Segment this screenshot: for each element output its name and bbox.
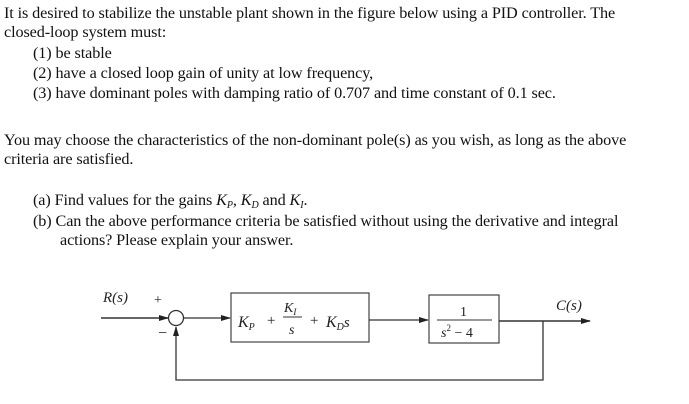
plant-block — [428, 294, 500, 344]
intro-line-1: It is desired to stabilize the unstable … — [4, 4, 616, 22]
kd-symbol: K — [240, 191, 252, 209]
part-a-prefix: (a) Find values for the gains — [33, 191, 217, 209]
note-line-2: criteria are satisfied. — [4, 150, 134, 168]
separator: , — [232, 191, 241, 209]
plus-1: + — [267, 313, 275, 329]
kd-term: KDs — [325, 314, 350, 333]
input-label: R(s) — [102, 290, 128, 306]
note-line-1: You may choose the characteristics of th… — [4, 131, 627, 149]
period: . — [303, 191, 308, 209]
ki-symbol: K — [289, 191, 301, 209]
requirement-2: (2) have a closed loop gain of unity at … — [33, 64, 374, 82]
sum-plus-sign: + — [154, 293, 162, 308]
kp-term: KP — [237, 314, 255, 333]
part-b-line-2: actions? Please explain your answer. — [60, 231, 294, 249]
part-a: (a) Find values for the gains KP, KD and… — [33, 191, 308, 215]
plus-2: + — [310, 313, 318, 329]
sum-minus-sign: − — [158, 325, 167, 342]
plant-numerator: 1 — [460, 305, 467, 320]
part-b-line-1: (b) Can the above performance criteria b… — [33, 212, 619, 230]
kd-subscript: D — [251, 200, 259, 211]
and-text: and — [258, 191, 290, 209]
summing-junction — [167, 309, 185, 327]
ki-numerator: KI — [283, 301, 297, 317]
plant-denominator: s2 − 4 — [441, 323, 473, 341]
intro-line-2: closed-loop system must: — [4, 23, 167, 41]
ki-denominator: s — [289, 323, 295, 338]
ki-subscript: I — [300, 200, 304, 211]
requirement-3: (3) have dominant poles with damping rat… — [33, 84, 556, 102]
feedback-path — [173, 321, 544, 381]
requirement-1: (1) be stable — [33, 44, 112, 62]
kp-subscript: P — [226, 200, 233, 211]
kp-symbol: K — [216, 191, 227, 209]
output-label: C(s) — [556, 298, 582, 314]
